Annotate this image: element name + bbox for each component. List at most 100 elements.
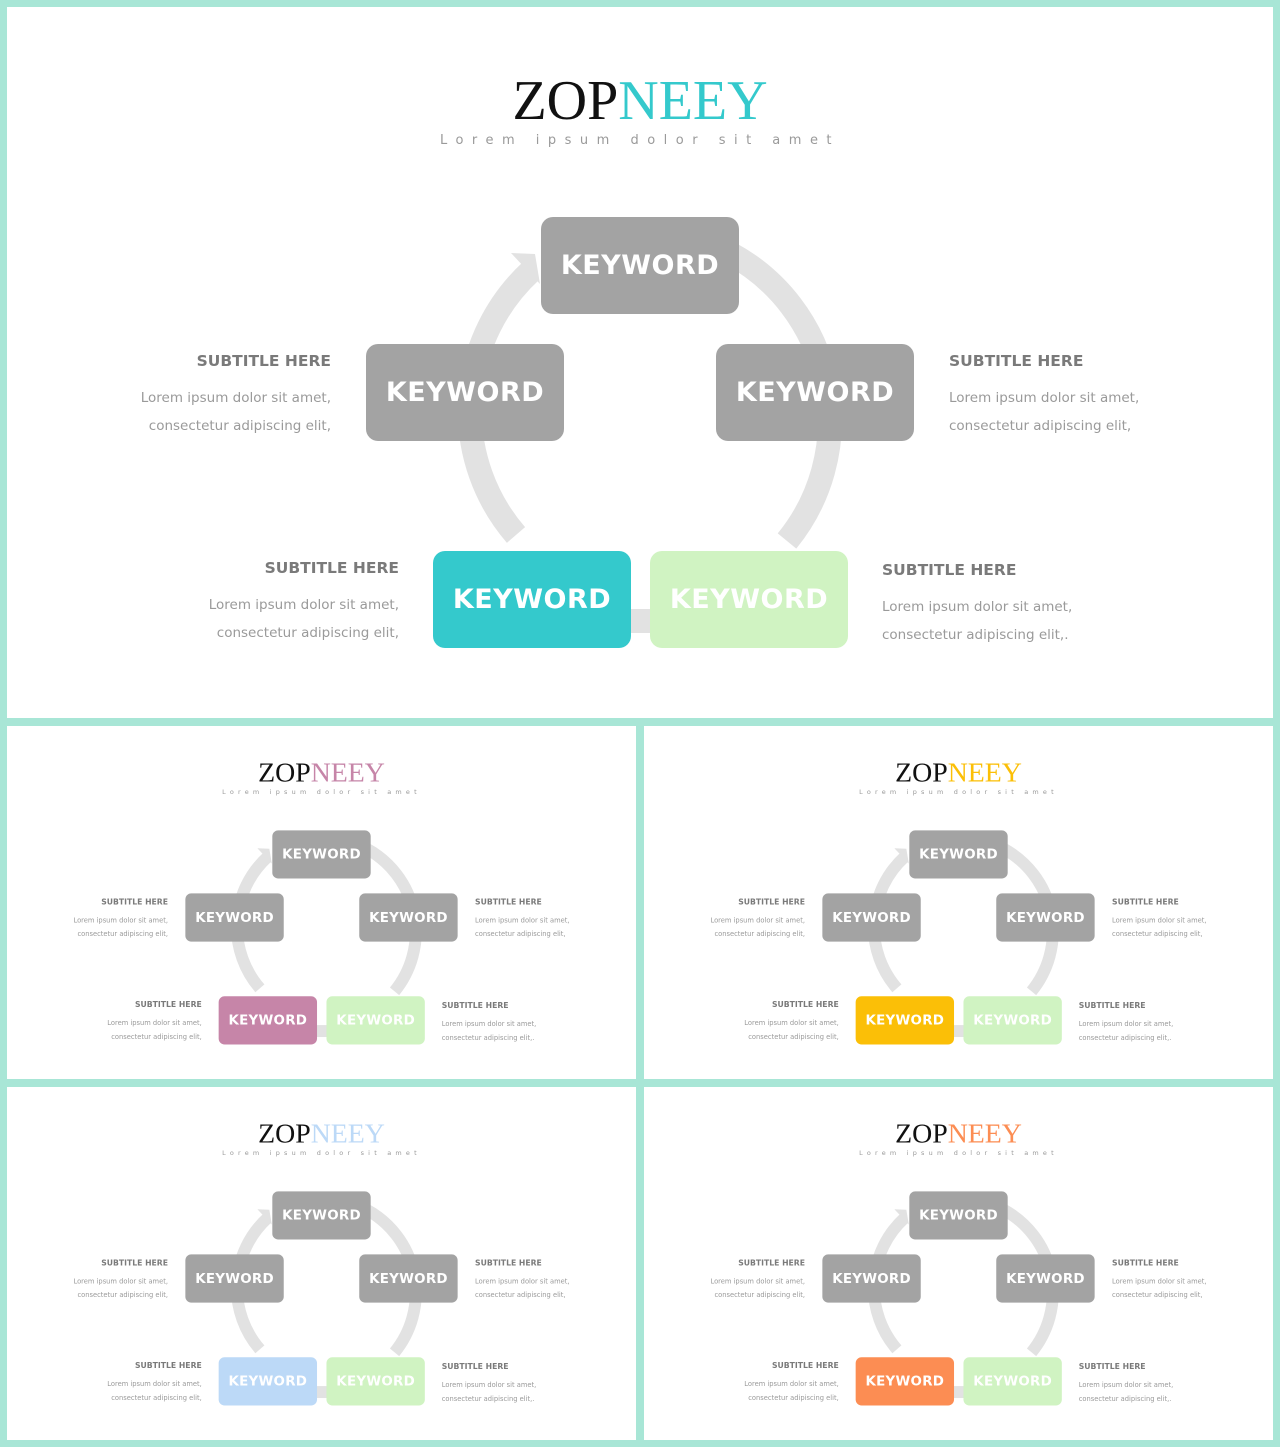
desc-line: Lorem ipsum dolor sit amet,: [710, 1277, 805, 1286]
box-connector: [315, 1025, 328, 1038]
keyword-box-left: KEYWORD: [185, 893, 284, 942]
slide-content: ZOPNEEY Lorem ipsum dolor sit amet KEYWO…: [644, 1087, 1273, 1440]
desc-line: consectetur adipiscing elit,.: [882, 627, 1069, 643]
subtitle-text: SUBTITLE HERE: [101, 1258, 168, 1268]
desc-left-bottom: SUBTITLE HERE Lorem ipsum dolor sit amet…: [73, 1361, 202, 1405]
desc-line: consectetur adipiscing elit,: [748, 1033, 839, 1041]
keyword-label: KEYWORD: [865, 1373, 945, 1390]
subtitle-text: SUBTITLE HERE: [134, 1361, 202, 1371]
subtitle-text: SUBTITLE HERE: [134, 1000, 202, 1010]
desc-line: consectetur adipiscing elit,: [1112, 1291, 1203, 1300]
desc-line: Lorem ipsum dolor sit amet,: [1078, 1381, 1174, 1390]
box-connector: [952, 1386, 965, 1399]
keyword-label: KEYWORD: [832, 1270, 911, 1287]
brand-part1: ZOP: [258, 1118, 311, 1150]
slide-variant-pink: ZOPNEEY Lorem ipsum dolor sit amet KEYWO…: [7, 726, 636, 1079]
slide-content: ZOPNEEY Lorem ipsum dolor sit amet KEYWO…: [644, 726, 1273, 1079]
desc-right-top: SUBTITLE HERE Lorem ipsum dolor sit amet…: [475, 897, 604, 941]
desc-line: consectetur adipiscing elit,: [1112, 930, 1203, 939]
keyword-label: KEYWORD: [1006, 1270, 1085, 1287]
keyword-box-top: KEYWORD: [541, 217, 739, 314]
box-connector: [627, 609, 653, 633]
brand-part1: ZOP: [895, 757, 948, 789]
keyword-box-left: KEYWORD: [822, 1254, 921, 1303]
brand-part1: ZOP: [512, 70, 619, 132]
keyword-label: KEYWORD: [919, 1207, 998, 1224]
desc-line: Lorem ipsum dolor sit amet,: [441, 1020, 537, 1029]
keyword-label: KEYWORD: [336, 1373, 415, 1390]
subtitle-text: SUBTITLE HERE: [1078, 1362, 1146, 1372]
desc-left-top: SUBTITLE HERE Lorem ipsum dolor sit amet…: [676, 897, 805, 941]
desc-line: consectetur adipiscing elit,.: [1078, 1034, 1172, 1042]
subtitle-text: SUBTITLE HERE: [771, 1000, 839, 1010]
desc-line: consectetur adipiscing elit,: [111, 1033, 202, 1041]
desc-right-top: SUBTITLE HERE Lorem ipsum dolor sit amet…: [475, 1258, 604, 1302]
desc-right-bottom: SUBTITLE HERE Lorem ipsum dolor sit amet…: [442, 1362, 571, 1406]
keyword-label: KEYWORD: [560, 250, 720, 281]
keyword-label: KEYWORD: [228, 1373, 308, 1390]
slide-content: ZOPNEEY Lorem ipsum dolor sit amet KEYWO…: [7, 1087, 636, 1440]
keyword-label: KEYWORD: [919, 846, 998, 863]
subtitle-text: SUBTITLE HERE: [475, 1258, 542, 1268]
keyword-box-bottom-left: KEYWORD: [433, 551, 631, 648]
brand-tagline: Lorem ipsum dolor sit amet: [859, 788, 1058, 797]
brand-part1: ZOP: [895, 1118, 948, 1150]
desc-line: consectetur adipiscing elit,.: [1078, 1395, 1172, 1403]
desc-line: Lorem ipsum dolor sit amet,: [949, 390, 1140, 406]
keyword-box-right: KEYWORD: [359, 893, 458, 942]
desc-right-top: SUBTITLE HERE Lorem ipsum dolor sit amet…: [949, 352, 1209, 440]
keyword-box-bottom-left: KEYWORD: [218, 1357, 318, 1406]
keyword-label: KEYWORD: [832, 909, 911, 926]
desc-line: consectetur adipiscing elit,: [475, 930, 566, 939]
keyword-label: KEYWORD: [452, 584, 612, 615]
desc-line: consectetur adipiscing elit,: [148, 418, 331, 434]
subtitle-text: SUBTITLE HERE: [1078, 1001, 1146, 1011]
brand-logo: ZOPNEEY: [644, 757, 1273, 789]
subtitle-text: SUBTITLE HERE: [1112, 897, 1179, 907]
keyword-box-right: KEYWORD: [996, 1254, 1095, 1303]
desc-line: Lorem ipsum dolor sit amet,: [882, 599, 1073, 615]
desc-line: consectetur adipiscing elit,: [748, 1394, 839, 1402]
slide-content: ZOPNEEY Lorem ipsum dolor sit amet KEYWO…: [7, 7, 1273, 718]
brand-tagline: Lorem ipsum dolor sit amet: [439, 133, 841, 148]
desc-left-bottom: SUBTITLE HERE Lorem ipsum dolor sit amet…: [139, 559, 399, 647]
slide-content: ZOPNEEY Lorem ipsum dolor sit amet KEYWO…: [7, 726, 636, 1079]
keyword-label: KEYWORD: [282, 1207, 361, 1224]
brand-logo: ZOPNEEY: [644, 1118, 1273, 1150]
brand-tagline: Lorem ipsum dolor sit amet: [222, 788, 421, 797]
desc-line: consectetur adipiscing elit,: [714, 1291, 805, 1300]
keyword-box-top: KEYWORD: [909, 830, 1008, 879]
subtitle-text: SUBTITLE HERE: [771, 1361, 839, 1371]
keyword-box-right: KEYWORD: [359, 1254, 458, 1303]
slide-variant-orange: ZOPNEEY Lorem ipsum dolor sit amet KEYWO…: [644, 1087, 1273, 1440]
keyword-label: KEYWORD: [369, 1270, 448, 1287]
desc-line: Lorem ipsum dolor sit amet,: [107, 1019, 202, 1028]
slide-variant-blue: ZOPNEEY Lorem ipsum dolor sit amet KEYWO…: [7, 1087, 636, 1440]
desc-line: consectetur adipiscing elit,: [77, 930, 168, 939]
keyword-box-right: KEYWORD: [996, 893, 1095, 942]
keyword-box-bottom-right: KEYWORD: [963, 1357, 1062, 1406]
desc-left-top: SUBTITLE HERE Lorem ipsum dolor sit amet…: [39, 1258, 168, 1302]
keyword-box-top: KEYWORD: [272, 830, 371, 879]
brand-part2: NEEY: [947, 1118, 1022, 1150]
desc-line: Lorem ipsum dolor sit amet,: [441, 1381, 537, 1390]
desc-right-bottom: SUBTITLE HERE Lorem ipsum dolor sit amet…: [442, 1001, 571, 1045]
keyword-box-left: KEYWORD: [366, 344, 564, 441]
brand-part2: NEEY: [310, 1118, 385, 1150]
keyword-label: KEYWORD: [336, 1012, 415, 1029]
keyword-box-bottom-right: KEYWORD: [326, 1357, 425, 1406]
brand-logo: ZOPNEEY: [7, 757, 636, 789]
keyword-box-bottom-right: KEYWORD: [963, 996, 1062, 1045]
desc-line: Lorem ipsum dolor sit amet,: [140, 390, 331, 406]
keyword-label: KEYWORD: [973, 1012, 1052, 1029]
keyword-label: KEYWORD: [669, 584, 829, 615]
desc-line: consectetur adipiscing elit,: [77, 1291, 168, 1300]
desc-line: consectetur adipiscing elit,.: [441, 1395, 535, 1403]
keyword-label: KEYWORD: [195, 909, 274, 926]
desc-right-bottom: SUBTITLE HERE Lorem ipsum dolor sit amet…: [882, 561, 1142, 649]
keyword-box-bottom-right: KEYWORD: [326, 996, 425, 1045]
keyword-label: KEYWORD: [195, 1270, 274, 1287]
keyword-box-bottom-left: KEYWORD: [855, 996, 955, 1045]
desc-left-bottom: SUBTITLE HERE Lorem ipsum dolor sit amet…: [73, 1000, 202, 1044]
keyword-box-top: KEYWORD: [272, 1191, 371, 1240]
